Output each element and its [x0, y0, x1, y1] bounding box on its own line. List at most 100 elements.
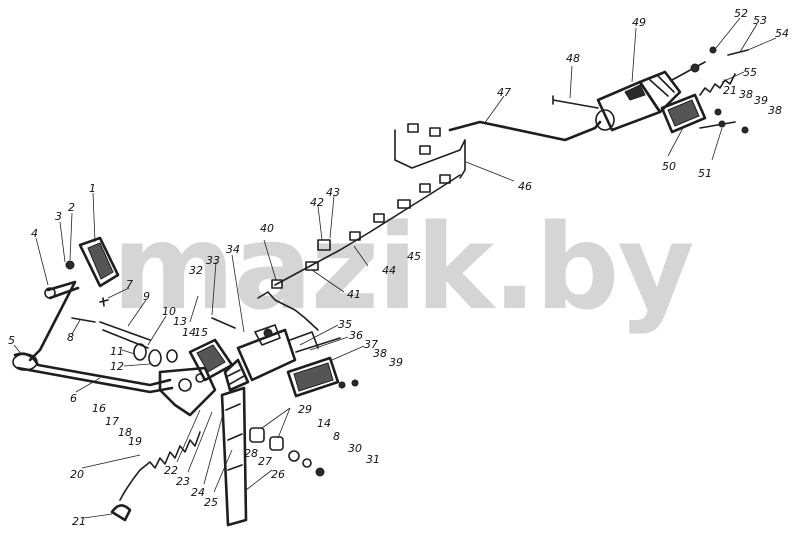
- nut: [338, 381, 346, 389]
- cylinder-end: [595, 109, 615, 131]
- callout-37: 37: [364, 338, 378, 351]
- nut: [741, 126, 749, 134]
- leader: [309, 336, 349, 351]
- reservoir-cap: [254, 324, 281, 346]
- callout-39: 39: [389, 356, 403, 369]
- tee-fitting: [317, 239, 331, 251]
- leader: [69, 212, 73, 261]
- pin: [727, 49, 749, 56]
- callout-38c: 38: [768, 104, 782, 117]
- washer: [288, 450, 300, 462]
- callout-26: 26: [271, 468, 285, 481]
- pedal-arm-lower: [16, 366, 174, 394]
- master-cylinder-body: [236, 328, 297, 382]
- leader: [147, 315, 167, 346]
- leader: [187, 411, 213, 473]
- callout-32: 32: [189, 264, 203, 277]
- leader: [231, 254, 245, 333]
- pedal-lever-upper: [28, 280, 77, 362]
- callout-15: 15: [194, 326, 208, 339]
- fitting: [407, 123, 419, 133]
- leader: [83, 513, 113, 519]
- pushrod-plate: [220, 386, 248, 527]
- nut: [65, 260, 75, 270]
- leader: [299, 324, 339, 346]
- leader: [92, 192, 96, 243]
- dust-boot: [223, 358, 250, 392]
- callout-10: 10: [162, 305, 176, 318]
- leader: [569, 65, 573, 99]
- leader: [329, 195, 335, 239]
- fitting: [419, 145, 431, 155]
- leader: [721, 71, 745, 83]
- bracket-hole: [178, 378, 192, 392]
- callout-35: 35: [338, 318, 352, 331]
- washer: [302, 458, 312, 468]
- callout-47: 47: [497, 86, 511, 99]
- callout-22: 22: [164, 464, 178, 477]
- leader: [189, 295, 199, 323]
- callout-49: 49: [632, 16, 646, 29]
- watermark-text: mazik.by: [112, 198, 692, 336]
- leader: [211, 261, 217, 316]
- callout-16: 16: [92, 402, 106, 415]
- callout-6: 6: [70, 392, 77, 405]
- callout-50: 50: [662, 160, 676, 173]
- pedal-pad: [78, 236, 120, 288]
- plate-ribs: [225, 403, 243, 471]
- fitting: [419, 183, 431, 193]
- callout-38: 38: [373, 347, 387, 360]
- callout-52: 52: [734, 7, 748, 20]
- pedal-pivot-top: [44, 287, 56, 299]
- pipe-main: [274, 174, 461, 286]
- spring-bracket: [110, 504, 132, 522]
- callout-44: 44: [382, 264, 396, 277]
- fitting: [349, 231, 361, 241]
- leader: [71, 319, 81, 335]
- boot-ribs: [649, 75, 675, 97]
- callout-33: 33: [206, 254, 220, 267]
- callout-25: 25: [204, 496, 218, 509]
- callout-45: 45: [407, 250, 421, 263]
- leader: [667, 125, 685, 157]
- callout-24: 24: [191, 486, 205, 499]
- leader: [245, 469, 273, 491]
- leader: [75, 377, 101, 393]
- leader: [715, 17, 741, 49]
- outlet-fitting: [289, 331, 319, 349]
- bolt: [99, 297, 109, 307]
- callout-21: 21: [72, 515, 86, 528]
- callout-48: 48: [566, 52, 580, 65]
- bushing: [249, 427, 265, 443]
- bushing: [148, 349, 162, 367]
- nut: [315, 467, 325, 477]
- callout-17: 17: [105, 415, 119, 428]
- callout-23: 23: [176, 475, 190, 488]
- callout-13: 13: [173, 315, 187, 328]
- callout-8b: 8: [333, 430, 340, 443]
- callout-14: 14: [182, 326, 196, 339]
- leader: [123, 363, 151, 367]
- long-pipe: [448, 120, 602, 142]
- bolt: [211, 317, 236, 329]
- leader: [203, 409, 225, 485]
- callout-8: 8: [67, 331, 74, 344]
- callout-21b: 21: [723, 84, 737, 97]
- slave-cylinder-body: [596, 80, 662, 132]
- bolt: [699, 121, 736, 129]
- callout-53: 53: [753, 14, 767, 27]
- callout-1: 1: [89, 182, 96, 195]
- bushing: [133, 343, 147, 361]
- return-spring: [139, 431, 201, 471]
- mounting-plate: [286, 356, 340, 398]
- callout-4: 4: [31, 227, 38, 240]
- leader: [81, 454, 141, 469]
- washer: [166, 349, 178, 363]
- fitting: [397, 199, 411, 209]
- callout-39b: 39: [754, 94, 768, 107]
- callout-2: 2: [68, 201, 75, 214]
- callout-51: 51: [698, 167, 712, 180]
- callout-9: 9: [143, 290, 150, 303]
- leader: [35, 237, 49, 286]
